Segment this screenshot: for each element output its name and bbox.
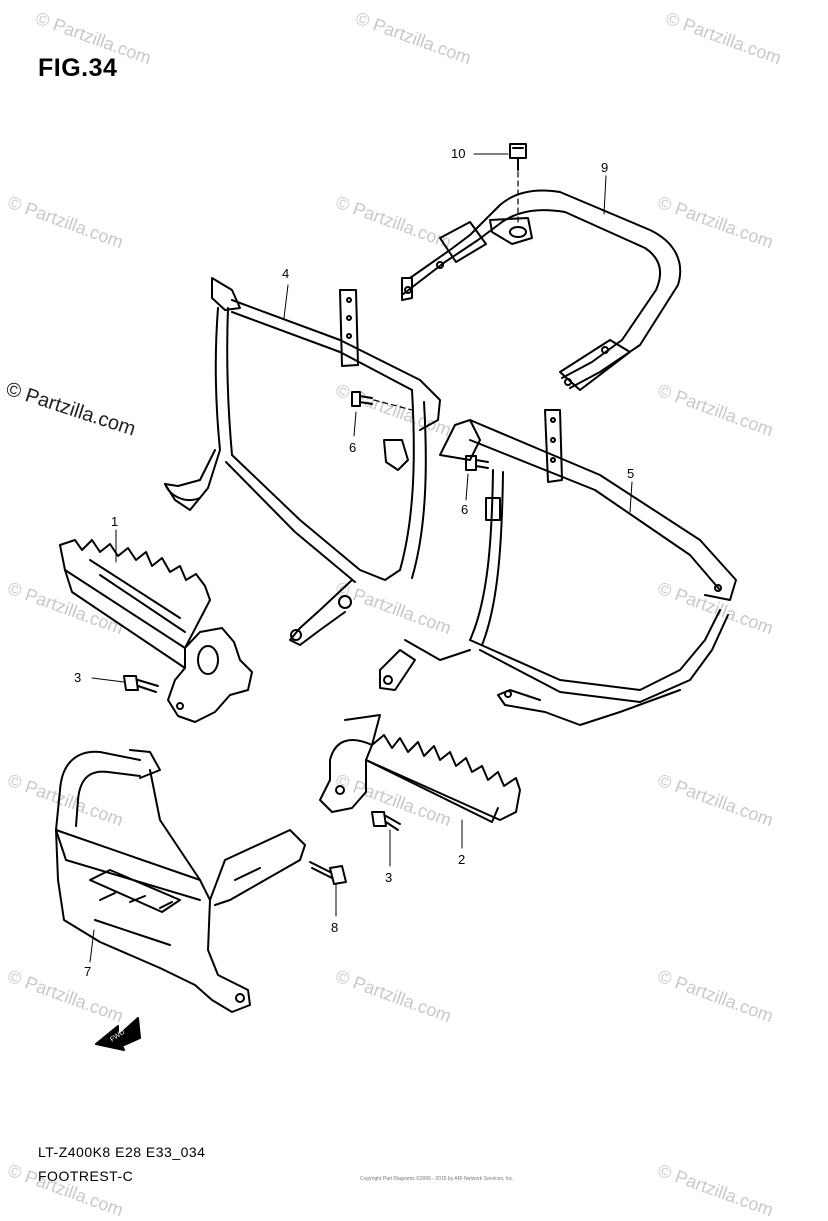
part-6-bolt-upper [351,391,413,411]
callout-5: 5 [627,466,635,481]
part-7-front-guard [55,749,306,1013]
part-9-guard-bar [401,189,682,391]
callout-6: 6 [349,440,357,455]
diagram-code: LT-Z400K8 E28 E33_034 [38,1144,206,1160]
callout-2: 2 [458,852,466,867]
copyright-notice: Copyright Part Diagrams ©2006 - 2015 by … [360,1176,514,1182]
callout-6: 6 [461,502,469,517]
figure-title: FIG.34 [38,54,118,82]
callout-8: 8 [331,920,339,935]
section-name: FOOTREST-C [38,1168,134,1184]
part-4-left-bracket [164,277,441,646]
callout-3: 3 [385,870,393,885]
part-3-bolt-left [123,675,159,693]
callout-3: 3 [74,670,82,685]
fwd-arrow: FWD [95,1017,141,1051]
callout-10: 10 [451,146,466,161]
part-10-bolt [509,143,527,223]
part-2-right-footpeg [319,714,521,823]
callout-1: 1 [111,514,119,529]
part-1-left-footpeg [59,539,253,723]
part-6-bolt-lower [465,455,489,471]
part-3-bolt-right [371,811,401,831]
part-5-right-bracket [379,409,737,726]
callout-7: 7 [84,964,92,979]
callout-9: 9 [601,160,609,175]
callout-4: 4 [282,266,290,281]
part-8-bolt [309,861,347,885]
leader-lines [89,153,633,963]
